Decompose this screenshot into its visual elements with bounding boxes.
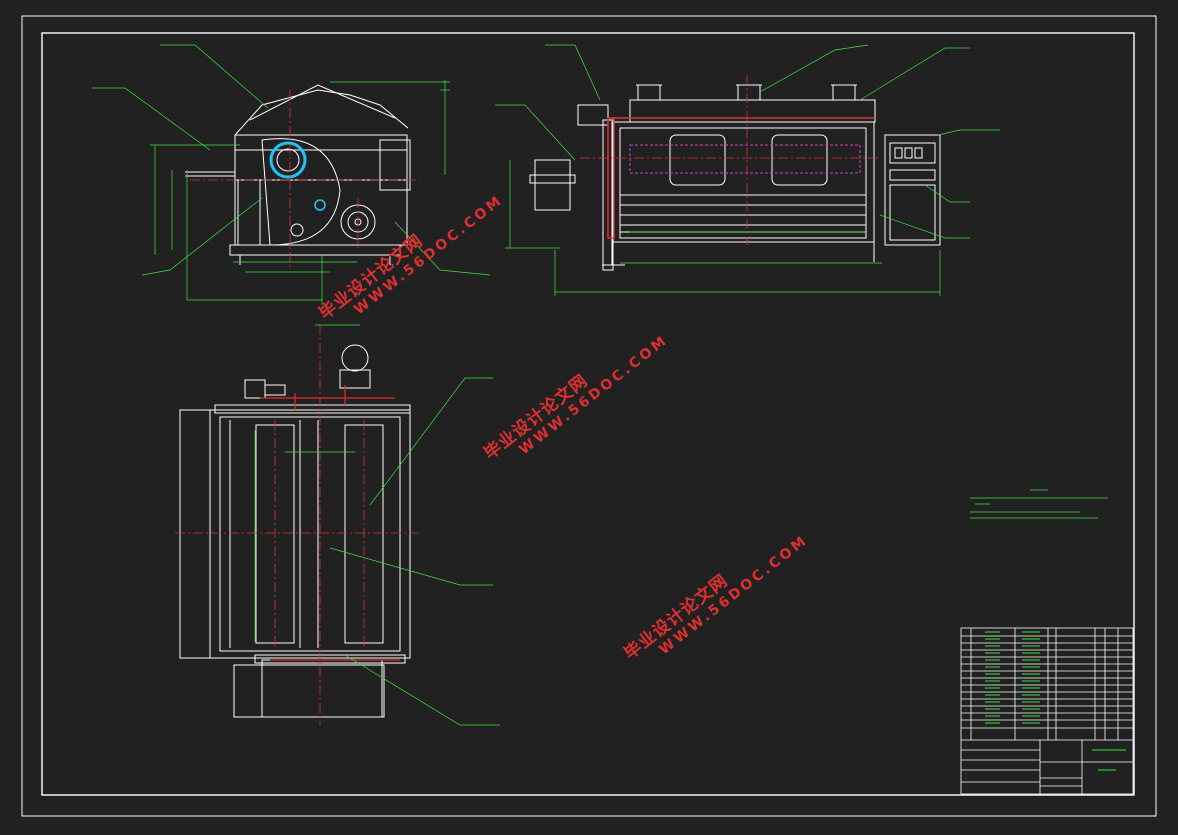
parts-list-entries bbox=[985, 631, 1126, 771]
top-view-dimensions bbox=[254, 324, 500, 726]
side-view bbox=[185, 84, 411, 265]
front-view-pipes bbox=[607, 117, 875, 239]
front-view-centerlines bbox=[580, 75, 878, 245]
front-view-dimensions bbox=[495, 44, 1000, 296]
parts-list bbox=[960, 627, 1134, 795]
side-view-centerlines bbox=[190, 90, 420, 270]
top-view-pipes bbox=[260, 385, 400, 661]
sheet-outer-border bbox=[21, 15, 1157, 817]
side-view-dimensions bbox=[92, 44, 491, 305]
technical-notes bbox=[970, 489, 1108, 519]
front-view bbox=[529, 84, 876, 271]
front-view-control-panel-icon bbox=[884, 134, 941, 246]
front-view-heating-element bbox=[629, 144, 861, 174]
sheet-inner-border bbox=[41, 32, 1135, 796]
top-view-centerlines bbox=[175, 325, 418, 725]
side-view-drum-icon bbox=[269, 141, 326, 237]
